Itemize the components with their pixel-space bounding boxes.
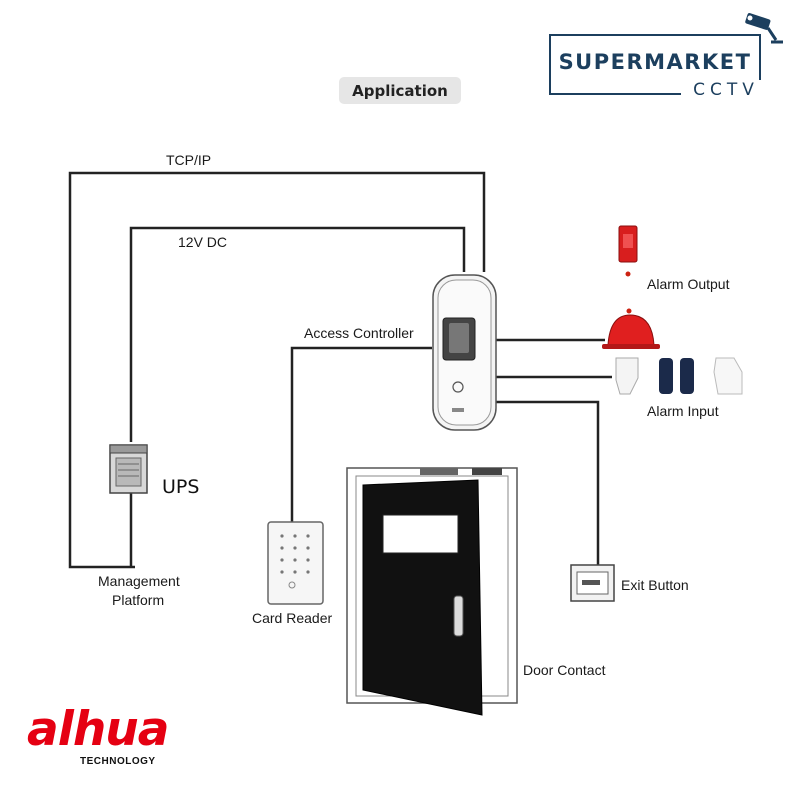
dahua-logo-subtitle: TECHNOLOGY	[80, 756, 156, 767]
alarm-input-label: Alarm Input	[647, 403, 719, 419]
supermarket-cctv-logo: SUPERMARKET	[549, 34, 761, 95]
access-controller-label: Access Controller	[304, 325, 414, 341]
alarm-output-device	[618, 225, 638, 277]
cctv-camera-icon	[745, 13, 783, 44]
card-reader-device	[267, 521, 324, 605]
logo-sub-text: CCTV	[681, 80, 771, 100]
door-contact-label: Door Contact	[523, 662, 606, 678]
card-reader-wire	[290, 346, 432, 522]
management-label-line1: Management	[98, 573, 180, 589]
alarm-output-label: Alarm Output	[647, 276, 730, 292]
power-label: 12V DC	[178, 234, 228, 250]
power-wire	[129, 226, 466, 442]
alarm-beacon-device	[602, 308, 660, 349]
exit-button-wire	[495, 400, 600, 565]
management-label-line2: Platform	[112, 592, 165, 608]
alarm-input-devices	[615, 357, 743, 395]
ups-device	[109, 444, 148, 494]
exit-button-label: Exit Button	[621, 577, 689, 593]
application-badge: Application	[339, 77, 461, 104]
exit-button-device	[570, 564, 615, 602]
ups-label: UPS	[162, 476, 200, 498]
tcp-ip-label: TCP/IP	[166, 152, 212, 168]
card-reader-label: Card Reader	[252, 610, 333, 626]
logo-main-text: SUPERMARKET	[558, 50, 752, 74]
tcp-ip-wire	[68, 171, 486, 569]
door-panel	[362, 479, 483, 716]
dahua-logo: alhua	[27, 702, 169, 757]
access-controller-device	[432, 274, 497, 431]
